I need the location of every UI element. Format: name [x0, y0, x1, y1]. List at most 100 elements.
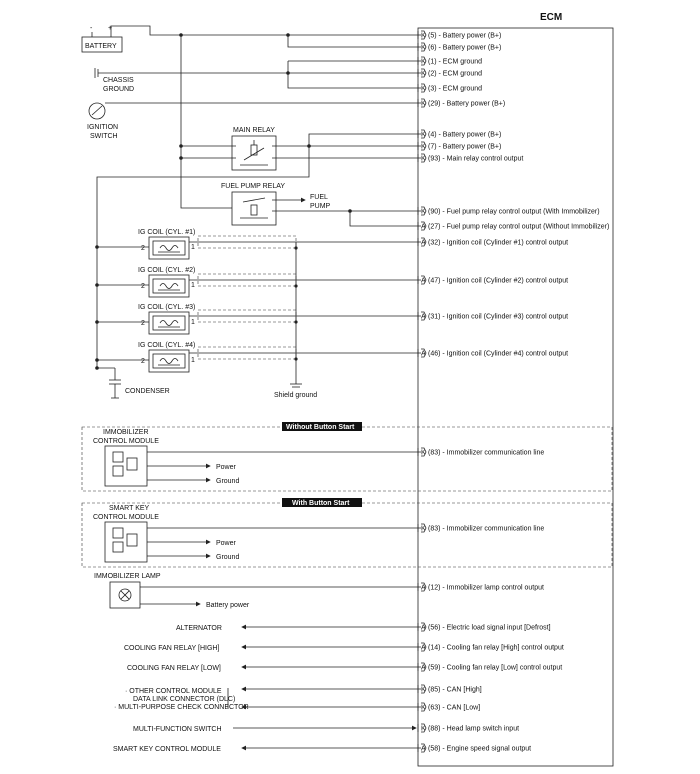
ecm-pin-row: A(47) - Ignition coil (Cylinder #2) cont… — [417, 275, 568, 285]
smart-key-power-label: Power — [216, 540, 237, 547]
immobilizer-lamp-label: IMMOBILIZER LAMP — [94, 573, 161, 580]
battery-label: BATTERY — [85, 43, 117, 50]
ecm-pin-id: A — [421, 665, 426, 672]
ecm-pin-row: K(5) - Battery power (B+) — [417, 30, 501, 40]
ecm-pin-id: A — [421, 645, 426, 652]
ecm-pin-row: K(83) - Immobilizer communication line — [417, 523, 544, 533]
ignition-switch-label-2: SWITCH — [90, 133, 118, 140]
ecm-pin-row: A(27) - Fuel pump relay control output (… — [417, 221, 609, 231]
ecm-pin-text: (93) - Main relay control output — [428, 156, 523, 163]
ecm-pin-row: K(63) - CAN [Low] — [417, 702, 480, 712]
ignition-switch-label-1: IGNITION — [87, 124, 118, 131]
ecm-pin-text: (58) - Engine speed signal output — [428, 746, 531, 753]
ecm-title: ECM — [540, 12, 562, 23]
coil-pin-1: 1 — [191, 319, 195, 326]
ecm-pin-id: A — [421, 314, 426, 321]
ecm-pin-text: (47) - Ignition coil (Cylinder #2) contr… — [428, 278, 568, 285]
ecm-pin-id: K — [421, 144, 426, 151]
ecm-pin-text: (3) - ECM ground — [428, 86, 482, 93]
ecm-pin-row: A(46) - Ignition coil (Cylinder #4) cont… — [417, 348, 568, 358]
ecm-pin-id: K — [421, 101, 426, 108]
ecm-pin-text: (4) - Battery power (B+) — [428, 132, 501, 139]
battery-power-label: Battery power — [206, 602, 250, 609]
ecm-pin-text: (7) - Battery power (B+) — [428, 144, 501, 151]
ecm-pin-row: K(6) - Battery power (B+) — [417, 42, 501, 52]
cooling-fan-low-label: COOLING FAN RELAY [LOW] — [127, 665, 221, 672]
ecm-pin-row: A(59) - Cooling fan relay [Low] control … — [417, 662, 562, 672]
ecm-pin-list: K(5) - Battery power (B+)K(6) - Battery … — [417, 30, 609, 753]
coil-pin-2: 2 — [141, 245, 145, 252]
ecm-pin-id: K — [421, 526, 426, 533]
with-button-start-label: With Button Start — [292, 500, 350, 507]
ecm-pin-text: (1) - ECM ground — [428, 59, 482, 66]
ecm-pin-text: (31) - Ignition coil (Cylinder #3) contr… — [428, 314, 568, 321]
ecm-pin-id: A — [421, 240, 426, 247]
ecm-pin-row: K(3) - ECM ground — [417, 83, 482, 93]
ecm-pin-id: A — [421, 585, 426, 592]
ecm-pin-row: A(32) - Ignition coil (Cylinder #1) cont… — [417, 237, 568, 247]
ecm-pin-row: A(58) - Engine speed signal output — [417, 743, 531, 753]
immobilizer-power-label: Power — [216, 464, 237, 471]
battery-plus-label: + — [108, 25, 112, 32]
ecm-pin-text: (90) - Fuel pump relay control output (W… — [428, 209, 600, 216]
ecm-pin-id: A — [421, 625, 426, 632]
chassis-ground-label-2: GROUND — [103, 86, 134, 93]
wire-fuel-relay-a27 — [349, 211, 421, 227]
smart-key-module-symbol — [104, 521, 148, 563]
without-button-start-label: Without Button Start — [286, 424, 355, 431]
ecm-pin-id: K — [421, 705, 426, 712]
smart-key-ground-label: Ground — [216, 554, 239, 561]
wire-battery-k6 — [287, 35, 421, 48]
ecm-pin-text: (63) - CAN [Low] — [428, 705, 480, 712]
ecm-pin-text: (85) - CAN [High] — [428, 687, 482, 694]
immobilizer-module-label-2: CONTROL MODULE — [93, 438, 159, 445]
fuel-pump-label-2: PUMP — [310, 203, 331, 210]
battery-minus-label: - — [90, 25, 93, 32]
ecm-pin-text: (12) - Immobilizer lamp control output — [428, 585, 544, 592]
ecm-pin-id: K — [421, 132, 426, 139]
ecm-pin-text: (5) - Battery power (B+) — [428, 33, 501, 40]
ecm-pin-text: (59) - Cooling fan relay [Low] control o… — [428, 665, 562, 672]
smart-key-module-label-1: SMART KEY — [109, 505, 150, 512]
cooling-fan-high-label: COOLING FAN RELAY [HIGH] — [124, 645, 219, 652]
ecm-pin-id: K — [421, 71, 426, 78]
ecm-pin-row: K(4) - Battery power (B+) — [417, 129, 501, 139]
ecm-pin-id: K — [421, 86, 426, 93]
coil-pin-1: 1 — [191, 357, 195, 364]
main-relay-label: MAIN RELAY — [233, 127, 275, 134]
ecm-pin-text: (32) - Ignition coil (Cylinder #1) contr… — [428, 240, 568, 247]
multifunction-switch-label: MULTI-FUNCTION SWITCH — [133, 726, 222, 733]
immobilizer-module-symbol — [104, 445, 148, 487]
ecm-pin-text: (88) - Head lamp switch input — [428, 726, 519, 733]
ecm-pin-id: K — [421, 209, 426, 216]
ecm-pin-row: A(31) - Ignition coil (Cylinder #3) cont… — [417, 311, 568, 321]
ecm-pin-text: (83) - Immobilizer communication line — [428, 450, 544, 457]
ecm-pin-id: A — [421, 224, 426, 231]
immobilizer-module-label-1: IMMOBILIZER — [103, 429, 149, 436]
battery-symbol — [81, 36, 123, 53]
ig-coil-label: IG COIL (CYL. #2) — [138, 267, 195, 274]
ecm-pin-row: K(85) - CAN [High] — [417, 684, 482, 694]
ecm-pin-row: A(12) - Immobilizer lamp control output — [417, 582, 544, 592]
ecm-pin-id: K — [421, 59, 426, 66]
ecm-pin-row: K(88) - Head lamp switch input — [417, 723, 519, 733]
ecm-pin-row: K(29) - Battery power (B+) — [417, 98, 505, 108]
ecm-pin-row: K(7) - Battery power (B+) — [417, 141, 501, 151]
smart-key-module-label-2: CONTROL MODULE — [93, 514, 159, 521]
coil-pin-2: 2 — [141, 283, 145, 290]
ecm-pin-text: (27) - Fuel pump relay control output (W… — [428, 224, 609, 231]
wire-ecm-ground — [287, 60, 421, 89]
ecm-pin-text: (14) - Cooling fan relay [High] control … — [428, 645, 564, 652]
ecm-pin-id: A — [421, 278, 426, 285]
ecm-pin-row: A(56) - Electric load signal input [Defr… — [417, 622, 551, 632]
fuel-pump-relay-label: FUEL PUMP RELAY — [221, 183, 285, 190]
coil-pin-2: 2 — [141, 358, 145, 365]
immobilizer-ground-label: Ground — [216, 478, 239, 485]
ig-coil-label: IG COIL (CYL. #1) — [138, 229, 195, 236]
